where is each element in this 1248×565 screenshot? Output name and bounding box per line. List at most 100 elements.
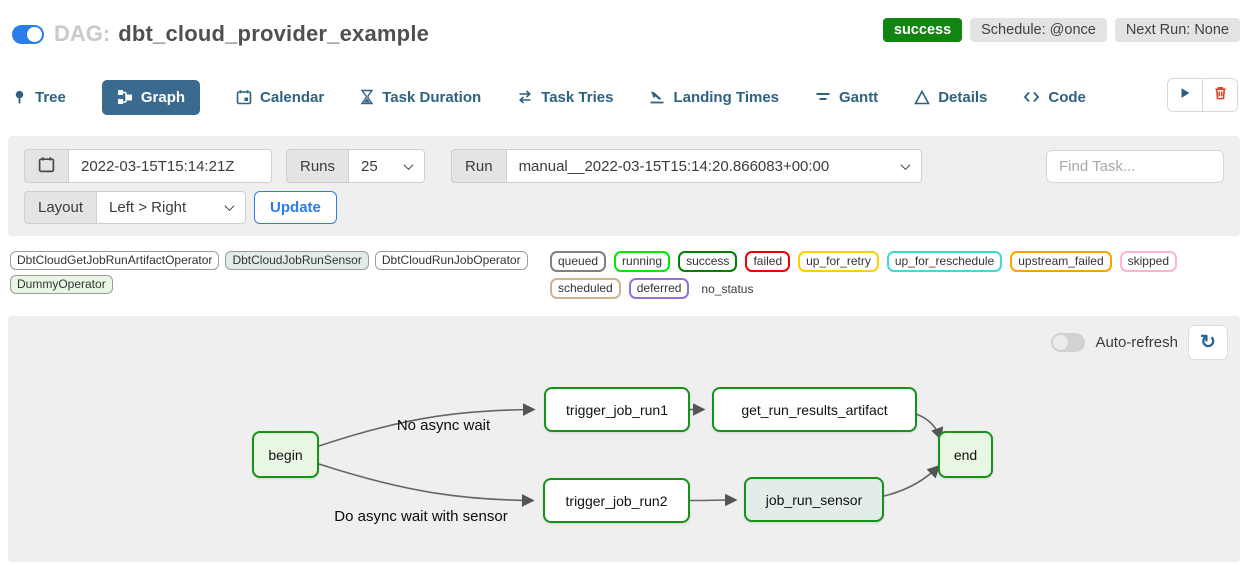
edge-begin-trigger1	[318, 403, 536, 447]
edge-begin-trigger2	[318, 463, 535, 507]
status-badge-failed: failed	[745, 251, 791, 272]
run-group: Run manual__2022-03-15T15:14:20.866083+0…	[451, 149, 922, 183]
dag-graph-panel: Auto-refresh ↻ No async wait Do async wa…	[8, 316, 1240, 562]
num-runs-group: Runs 25	[286, 149, 426, 183]
status-legend: queued running success failed up_for_ret…	[550, 251, 1240, 299]
tab-graph[interactable]: Graph	[101, 79, 201, 115]
tab-label: Details	[938, 88, 988, 106]
chevron-down-icon	[403, 159, 414, 170]
tab-tree[interactable]: Tree	[12, 89, 66, 106]
run-label: Run	[451, 149, 507, 183]
dag-status-badge: success	[882, 18, 963, 42]
calendar-addon	[24, 149, 69, 183]
status-badge-skipped: skipped	[1119, 251, 1177, 272]
dag-title: dbt_cloud_provider_example	[118, 21, 430, 46]
task-node-begin[interactable]: begin	[252, 431, 319, 478]
tab-label: Graph	[140, 88, 186, 106]
trash-icon	[1213, 85, 1228, 106]
refresh-icon: ↻	[1200, 332, 1216, 353]
status-badge-success: success	[678, 251, 738, 272]
dag-pause-toggle[interactable]	[12, 24, 44, 44]
tab-label: Tree	[35, 88, 66, 106]
toolbar-row-1: Runs 25 Run manual__2022-03-15T15:14:20.…	[24, 149, 1224, 183]
chevron-down-icon	[224, 201, 235, 212]
num-runs-value: 25	[361, 157, 378, 175]
calendar-icon	[38, 156, 55, 177]
repeat-icon	[517, 89, 533, 105]
tab-landing-times[interactable]: Landing Times	[649, 89, 779, 106]
task-node-job-run-sensor[interactable]: job_run_sensor	[744, 477, 884, 522]
tab-code[interactable]: Code	[1023, 89, 1086, 106]
edge-label-no-async: No async wait	[396, 417, 491, 434]
tab-calendar[interactable]: Calendar	[236, 89, 324, 106]
toggle-knob	[1053, 335, 1069, 350]
layout-select[interactable]: Left > Right	[97, 191, 247, 224]
status-badge-up-for-reschedule: up_for_reschedule	[886, 251, 1003, 272]
run-select[interactable]: manual__2022-03-15T15:14:20.866083+00:00	[506, 149, 922, 183]
tab-label: Task Tries	[541, 88, 614, 106]
dag-action-buttons	[1167, 78, 1238, 112]
tab-task-duration[interactable]: Task Duration	[360, 89, 481, 106]
base-date-input[interactable]	[69, 149, 272, 183]
tab-label: Gantt	[839, 88, 879, 106]
toggle-knob	[27, 26, 42, 42]
view-tabbar: Tree Graph Calendar Task Duration Task T…	[0, 78, 1248, 116]
status-badge-queued: queued	[550, 251, 607, 272]
graph-toolbar: Runs 25 Run manual__2022-03-15T15:14:20.…	[8, 136, 1240, 236]
dag-header: DAG: dbt_cloud_provider_example success …	[0, 0, 1248, 52]
tab-task-tries[interactable]: Task Tries	[517, 89, 613, 106]
task-node-get-run-results-artifact[interactable]: get_run_results_artifact	[712, 387, 917, 432]
operator-badge: DbtCloudJobRunSensor	[225, 251, 369, 270]
operator-badge: DbtCloudRunJobOperator	[374, 251, 528, 270]
find-task-input[interactable]	[1046, 149, 1224, 183]
operator-legend: DbtCloudGetJobRunArtifactOperator DbtClo…	[10, 251, 550, 294]
delete-dag-button[interactable]	[1202, 78, 1238, 112]
tab-label: Task Duration	[382, 88, 482, 106]
status-badge-up-for-retry: up_for_retry	[798, 251, 879, 272]
auto-refresh-toggle[interactable]	[1051, 333, 1086, 352]
num-runs-select[interactable]: 25	[349, 149, 426, 183]
edge-sensor-end	[883, 464, 941, 497]
status-badge-running: running	[614, 251, 671, 272]
edge-trigger2-sensor	[689, 493, 738, 507]
toolbar-row-2: Layout Left > Right Update	[24, 191, 1224, 224]
auto-refresh-label: Auto-refresh	[1095, 334, 1178, 351]
base-date-group	[24, 149, 272, 183]
code-icon	[1023, 90, 1040, 104]
map-pin-icon	[12, 89, 27, 105]
edge-label-do-async: Do async wait with sensor	[334, 508, 508, 525]
chevron-down-icon	[900, 159, 911, 170]
runs-label: Runs	[286, 149, 350, 183]
layout-value: Left > Right	[109, 199, 187, 216]
status-badge-scheduled: scheduled	[550, 278, 621, 299]
task-node-trigger-job-run2[interactable]: trigger_job_run2	[543, 478, 690, 523]
gantt-bars-icon	[815, 90, 831, 104]
tab-label: Landing Times	[673, 88, 780, 106]
dag-prefix-label: DAG:	[54, 21, 111, 46]
plane-landing-icon	[649, 89, 665, 105]
dag-edges	[318, 403, 944, 507]
next-run-badge: Next Run: None	[1114, 18, 1240, 42]
update-button[interactable]: Update	[254, 191, 337, 224]
status-badge-upstream-failed: upstream_failed	[1010, 251, 1112, 272]
tab-gantt[interactable]: Gantt	[815, 89, 878, 106]
task-node-end[interactable]: end	[938, 431, 993, 478]
layout-label: Layout	[24, 191, 98, 224]
operator-badge: DbtCloudGetJobRunArtifactOperator	[10, 251, 220, 270]
graph-icon	[117, 89, 133, 105]
status-badge-deferred: deferred	[628, 278, 690, 299]
hourglass-icon	[360, 89, 374, 105]
tab-details[interactable]: Details	[914, 89, 987, 106]
status-label-no-status: no_status	[701, 281, 754, 296]
trigger-dag-button[interactable]	[1167, 78, 1203, 112]
layout-group: Layout Left > Right	[24, 191, 247, 224]
header-badges: success Schedule: @once Next Run: None	[882, 18, 1240, 42]
refresh-button[interactable]: ↻	[1188, 325, 1228, 360]
legend: DbtCloudGetJobRunArtifactOperator DbtClo…	[10, 251, 1240, 299]
run-value: manual__2022-03-15T15:14:20.866083+00:00	[518, 157, 830, 175]
tab-label: Calendar	[260, 88, 325, 106]
task-node-trigger-job-run1[interactable]: trigger_job_run1	[544, 387, 690, 432]
graph-controls: Auto-refresh ↻	[1051, 325, 1228, 360]
tab-label: Code	[1048, 88, 1086, 106]
operator-badge: DummyOperator	[10, 275, 113, 294]
